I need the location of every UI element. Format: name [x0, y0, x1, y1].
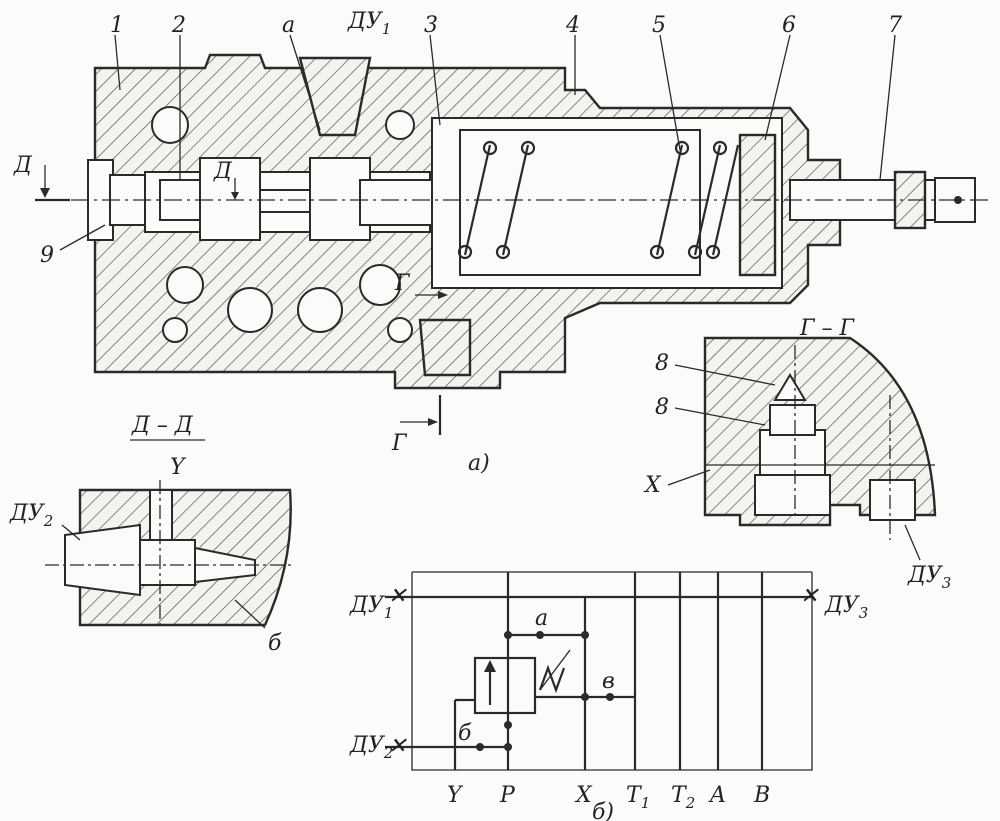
x-label: X [643, 473, 662, 498]
part-label: 9 [40, 243, 54, 268]
letter-labels: а а б б в [268, 13, 615, 746]
port-labels: ДУ1 ДУ2 ДУ3 ДУ1 ДУ3 ДУ2 [9, 9, 951, 762]
valve-symbol [473, 656, 537, 715]
schematic-port-labels: Y P X T1 T2 A B [447, 783, 770, 812]
section-dd-title: Д – Д [131, 413, 194, 438]
part-label: 4 [565, 13, 580, 38]
schematic-port-x: X [574, 783, 593, 808]
part-label: 3 [424, 13, 438, 38]
label-v-schematic: в [602, 669, 615, 694]
schematic-port-b: B [753, 783, 770, 808]
main-section-view [35, 34, 990, 435]
spool-land [199, 157, 261, 241]
label-a-schematic: а [535, 606, 548, 631]
spring-seat [738, 133, 777, 277]
schematic-du2-label: ДУ2 [349, 733, 393, 762]
spring-cup [459, 129, 701, 276]
port-du3-label: ДУ3 [907, 563, 951, 592]
label-b-schematic: б [458, 721, 472, 746]
part-label: 8 [655, 351, 669, 376]
port-g-cone [418, 318, 472, 377]
label-b: б [268, 631, 282, 656]
drilled-holes [151, 106, 415, 343]
leader-lines [59, 34, 896, 251]
schematic-port-y: Y [447, 783, 464, 808]
schematic-du1-label: ДУ1 [349, 593, 393, 622]
part-number-labels: 1 2 3 4 5 6 7 8 8 9 [40, 13, 902, 420]
svg-text:✕: ✕ [388, 584, 407, 609]
captions: а) б) [468, 451, 614, 821]
section-titles: Д – Д Г – Г [131, 316, 856, 438]
section-mark-labels: Д Д Г Г X Y [13, 153, 662, 498]
spring-symbol [538, 664, 566, 694]
schematic-port-t1: T1 [626, 783, 650, 812]
part-label: 7 [888, 13, 902, 38]
part-label: 8 [655, 395, 669, 420]
part-label: 2 [171, 13, 186, 38]
caption-a: а) [468, 451, 490, 476]
spool-rod [259, 189, 311, 213]
schematic-port-t2: T2 [671, 783, 695, 812]
schematic-port-a: A [708, 783, 726, 808]
part-label: 5 [652, 13, 666, 38]
part-label: 1 [110, 13, 124, 38]
section-g-letter: Г [394, 271, 411, 296]
section-gg-title: Г – Г [799, 316, 856, 341]
section-g-view [667, 336, 937, 561]
port-du2-label: ДУ2 [9, 501, 53, 530]
caption-b: б) [592, 800, 614, 821]
port-du1-label: ДУ1 [347, 9, 391, 38]
section-g-letter-lower: Г [391, 431, 408, 456]
spool-end [359, 179, 436, 226]
schematic-du3-label: ДУ3 [824, 593, 868, 622]
section-d-letter-inner: Д [213, 159, 233, 184]
section-d-letter: Д [13, 153, 33, 178]
svg-text:✕: ✕ [388, 734, 407, 759]
svg-text:✕: ✕ [800, 584, 819, 609]
label-a: а [282, 13, 295, 38]
part-label: 6 [782, 13, 796, 38]
y-label: Y [170, 455, 187, 480]
section-d-view [45, 439, 295, 630]
hydraulic-schematic: ✕ ✕ ✕ [385, 571, 819, 771]
schematic-port-p: P [499, 783, 516, 808]
